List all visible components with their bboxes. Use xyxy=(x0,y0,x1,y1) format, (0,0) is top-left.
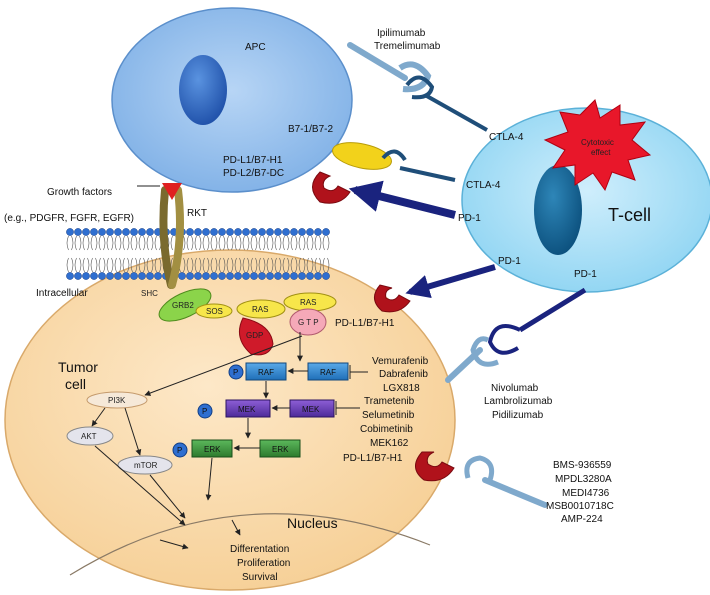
phospho-raf-label: P xyxy=(233,368,238,377)
cobimetinib-label: Cobimetinib xyxy=(360,424,413,435)
outcome-differentation: Differentation xyxy=(230,544,289,555)
gdp-label: GDP xyxy=(246,331,263,340)
pi3k-label: PI3K xyxy=(108,396,126,405)
cell-membrane xyxy=(66,228,330,280)
raf-label-a: RAF xyxy=(258,368,274,377)
ras-label-a: RAS xyxy=(252,305,268,314)
nivolumab-label: Nivolumab xyxy=(491,383,539,394)
apc-pdl1-label: PD-L1/B7-H1 xyxy=(223,155,283,166)
dabrafenib-label: Dabrafenib xyxy=(379,369,428,380)
cytotoxic-effect-burst xyxy=(543,99,652,192)
pd-l1-tumor-upper xyxy=(374,284,411,313)
cytotoxic-label-2: effect xyxy=(591,148,611,157)
mek-node-a xyxy=(225,399,271,418)
pd-l1-antibody xyxy=(415,451,548,508)
pd1-arrow-apc xyxy=(348,180,456,219)
ctla4-antibody xyxy=(347,42,432,93)
pd1-label-a: PD-1 xyxy=(458,213,481,224)
akt-label: AKT xyxy=(81,432,97,441)
erk-node-a xyxy=(191,439,233,458)
amp-224-label: AMP-224 xyxy=(561,514,603,525)
pidilizumab-label: Pidilizumab xyxy=(492,410,544,421)
outcome-survival: Survival xyxy=(242,572,278,583)
pd1-antibody xyxy=(445,287,587,383)
akt-node xyxy=(66,426,114,446)
outcome-proliferation: Proliferation xyxy=(237,558,290,569)
raf-node-a xyxy=(245,362,287,381)
mpdl3280a-label: MPDL3280A xyxy=(555,474,612,485)
pd1-label-b: PD-1 xyxy=(498,256,521,267)
apc-pdl2-label: PD-L2/B7-DC xyxy=(223,168,284,179)
growth-factors-examples-label: (e.g., PDGFR, FGFR, EGFR) xyxy=(4,213,134,224)
phospho-erk xyxy=(172,442,188,458)
grb2-node xyxy=(158,288,212,322)
lgx818-label: LGX818 xyxy=(383,383,420,394)
growth-factor-ligand xyxy=(162,183,182,200)
selumetinib-label: Selumetinib xyxy=(362,410,415,421)
phospho-erk-label: P xyxy=(177,446,182,455)
mtor-node xyxy=(117,455,173,475)
phospho-mek xyxy=(197,403,213,419)
ras-node-a xyxy=(236,299,286,319)
mek-label-b: MEK xyxy=(302,405,320,414)
mtor-label: mTOR xyxy=(134,461,158,470)
sos-node xyxy=(195,303,233,319)
tumor-label-2: cell xyxy=(65,376,86,392)
tumor-pdl1-label: PD-L1/B7-H1 xyxy=(335,318,395,329)
bms-936559-label: BMS-936559 xyxy=(553,460,612,471)
ctla4-receptor-lower xyxy=(381,149,456,182)
tumor-label-1: Tumor xyxy=(58,359,98,375)
b7-ligand xyxy=(332,142,392,170)
mek162-label: MEK162 xyxy=(370,438,409,449)
apc-label: APC xyxy=(245,42,266,53)
phospho-mek-label: P xyxy=(202,407,207,416)
trametenib-label: Trametenib xyxy=(364,396,415,407)
nucleus-membrane xyxy=(69,513,431,576)
pi3k-node xyxy=(86,391,148,409)
pd-l1-apc xyxy=(312,171,351,204)
ctla4-lower-label: CTLA-4 xyxy=(466,180,501,191)
apc-nucleus xyxy=(179,55,227,125)
inhibitor-lines xyxy=(335,365,368,415)
shc-label: SHC xyxy=(141,289,158,298)
pathway-arrows xyxy=(91,185,308,550)
medi4736-label: MEDI4736 xyxy=(562,488,610,499)
pd1-arrow-tumor xyxy=(405,264,496,299)
nucleus-label: Nucleus xyxy=(287,515,338,531)
gdp-node xyxy=(238,317,274,356)
cytotoxic-label-1: Cytotoxic xyxy=(581,138,614,147)
rkt-label: RKT xyxy=(187,208,207,219)
t-cell-label: T-cell xyxy=(608,205,651,225)
tumor-cell-body xyxy=(4,249,456,591)
apc-cell xyxy=(111,7,353,193)
ipilimumab-label: Ipilimumab xyxy=(377,28,426,39)
growth-factors-label: Growth factors xyxy=(47,187,112,198)
raf-label-b: RAF xyxy=(320,368,336,377)
pd1-label-c: PD-1 xyxy=(574,269,597,280)
gtp-node xyxy=(289,308,327,336)
intracellular-label: Intracellular xyxy=(36,288,88,299)
ctla4-upper-label: CTLA-4 xyxy=(489,132,524,143)
erk-label-a: ERK xyxy=(204,445,221,454)
rkt-receptor xyxy=(159,183,184,289)
sos-label: SOS xyxy=(206,307,223,316)
vemurafenib-label: Vemurafenib xyxy=(372,356,429,367)
mek-label-a: MEK xyxy=(238,405,256,414)
phospho-raf xyxy=(228,364,244,380)
grb2-label: GRB2 xyxy=(172,301,194,310)
lambrolizumab-label: Lambrolizumab xyxy=(484,396,553,407)
gtp-label: G T P xyxy=(298,318,319,327)
t-cell-nucleus xyxy=(534,165,582,255)
b7-label: B7-1/B7-2 xyxy=(288,124,333,135)
tremelimumab-label: Tremelimumab xyxy=(374,41,441,52)
msb0010718c-label: MSB0010718C xyxy=(546,501,614,512)
ctla4-receptor-upper xyxy=(405,75,488,132)
ras-label-b: RAS xyxy=(300,298,316,307)
tumor-pdl1-lower-label: PD-L1/B7-H1 xyxy=(343,453,403,464)
erk-label-b: ERK xyxy=(272,445,289,454)
